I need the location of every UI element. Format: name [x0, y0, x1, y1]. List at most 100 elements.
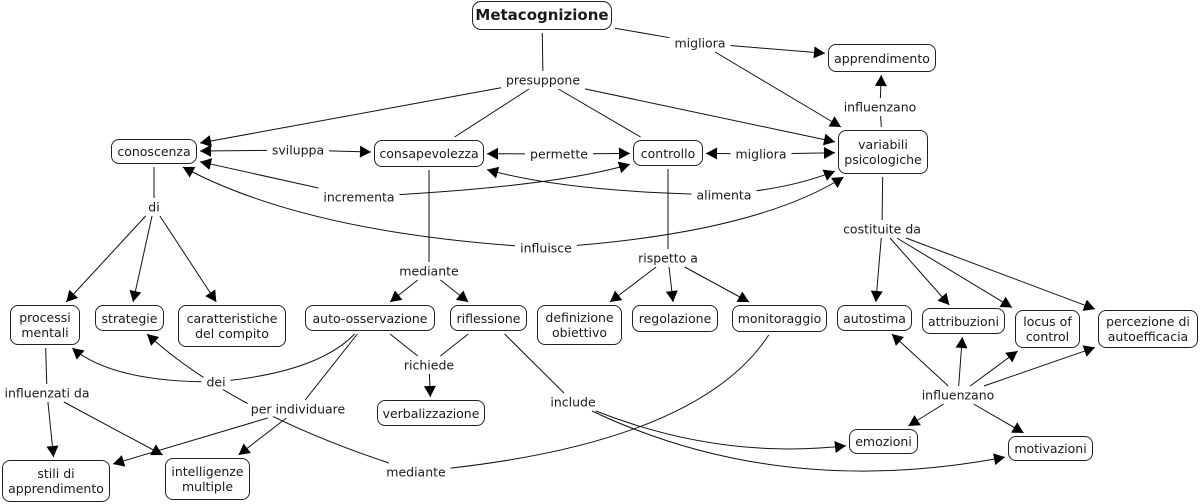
connector-line: [558, 88, 641, 138]
arrowhead-icon: [822, 169, 835, 181]
node-verbalizzazione[interactable]: verbalizzazione: [377, 400, 485, 426]
arrowhead-icon: [822, 133, 835, 146]
connector-line: [65, 215, 147, 303]
connector-line: [576, 176, 844, 246]
connector-line: [199, 87, 502, 144]
node-percezione-di-autoefficacia[interactable]: percezione di autoefficacia: [1098, 310, 1198, 348]
arrowhead-icon: [999, 296, 1012, 308]
connector-line: [983, 346, 1096, 387]
arrowhead-icon: [359, 145, 371, 158]
arrowhead-icon: [113, 455, 126, 467]
arrowhead-icon: [1011, 422, 1024, 433]
connector-line: [440, 333, 469, 357]
node-caratteristiche-del-compito[interactable]: caratteristiche del compito: [178, 305, 286, 347]
connector-line: [486, 169, 692, 195]
link-label-presuppone: presuppone: [502, 72, 584, 88]
arrowhead-icon: [870, 290, 883, 302]
arrowhead-icon: [200, 144, 212, 157]
node-apprendimento[interactable]: apprendimento: [828, 44, 936, 72]
node-metacognizione[interactable]: Metacognizione: [472, 1, 612, 30]
link-label-influisce: influisce: [517, 240, 575, 256]
arrowhead-icon: [993, 453, 1005, 466]
connector-line: [684, 266, 750, 303]
arrowhead-icon: [609, 290, 623, 302]
arrowhead-icon: [238, 443, 251, 455]
node-stili-di-apprendimento[interactable]: stili di apprendimento: [2, 460, 110, 502]
connector-line: [880, 115, 882, 128]
connector-line: [304, 333, 358, 401]
connector-line: [730, 45, 826, 54]
node-controllo[interactable]: controllo: [633, 140, 703, 166]
arrowhead-icon: [908, 415, 921, 426]
arrowhead-icon: [390, 290, 403, 302]
arrowhead-icon: [618, 147, 630, 160]
node-definizione-obiettivo[interactable]: definizione obiettivo: [537, 305, 622, 345]
arrowhead-icon: [665, 290, 678, 302]
connector-line: [584, 88, 836, 143]
arrowhead-icon: [891, 334, 905, 346]
arrowhead-icon: [200, 158, 213, 170]
link-label-di: di: [145, 199, 163, 215]
connector-line: [454, 88, 530, 138]
node-motivazioni[interactable]: motivazioni: [1008, 436, 1093, 461]
link-label-influenzano: influenzano: [918, 387, 998, 403]
connector-line: [159, 215, 217, 303]
node-autostima[interactable]: autostima: [837, 305, 912, 331]
arrowhead-icon: [831, 177, 844, 188]
link-label-mediante: mediante: [383, 464, 449, 480]
node-riflessione[interactable]: riflessione: [450, 305, 527, 331]
link-label-incrementa: incrementa: [320, 189, 398, 205]
node-emozioni[interactable]: emozioni: [849, 429, 918, 454]
link-label-sviluppa: sviluppa: [268, 142, 328, 158]
connector-line: [182, 166, 516, 247]
node-monitoraggio[interactable]: monitoraggio: [732, 305, 827, 332]
node-intelligenze-multiple[interactable]: intelligenze multiple: [165, 458, 250, 500]
node-auto-osservazione[interactable]: auto-osservazione: [305, 305, 435, 331]
arrowhead-icon: [129, 289, 142, 302]
connector-line: [595, 410, 847, 450]
node-regolazione[interactable]: regolazione: [632, 305, 718, 332]
arrowhead-icon: [1082, 345, 1095, 357]
connector-line: [889, 237, 950, 306]
arrowhead-icon: [423, 385, 436, 397]
arrowhead-icon: [706, 147, 718, 160]
arrowhead-icon: [937, 292, 950, 305]
arrowhead-icon: [813, 46, 825, 59]
connector-line: [450, 334, 770, 469]
node-variabili-psicologiche[interactable]: variabili psicologiche: [838, 130, 928, 174]
link-label-costituite-da: costituite da: [840, 221, 924, 237]
arrowhead-icon: [150, 444, 163, 456]
connector-line: [714, 51, 842, 128]
node-locus-of-control[interactable]: locus of control: [1015, 310, 1080, 348]
link-label-influenzati-da: influenzati da: [1, 385, 93, 401]
node-consapevolezza[interactable]: consapevolezza: [374, 140, 484, 167]
link-label-migliora: migliora: [732, 146, 790, 162]
node-attribuzioni[interactable]: attribuzioni: [922, 308, 1005, 334]
link-label-include: include: [547, 394, 599, 410]
arrowhead-icon: [828, 116, 842, 127]
node-strategie[interactable]: strategie: [95, 305, 164, 331]
connector-line: [71, 347, 202, 383]
arrowhead-icon: [205, 289, 217, 302]
connector-line: [881, 176, 884, 221]
connector-line: [199, 161, 319, 189]
connector-line: [63, 401, 163, 456]
node-conoscenza[interactable]: conoscenza: [111, 139, 197, 164]
connector-line: [230, 333, 355, 381]
link-label-alimenta: alimenta: [693, 187, 755, 203]
arrowhead-icon: [955, 337, 968, 349]
link-label-migliora: migliora: [671, 35, 729, 51]
node-processi-mentali[interactable]: processi mentali: [10, 305, 80, 345]
arrowhead-icon: [1005, 351, 1018, 363]
connector-line: [896, 237, 1013, 308]
connector-line: [132, 215, 153, 303]
link-label-richiede: richiede: [400, 357, 458, 373]
arrowhead-icon: [617, 161, 630, 174]
arrowhead-icon: [182, 166, 196, 178]
arrowhead-icon: [200, 135, 212, 147]
arrowhead-icon: [823, 146, 835, 159]
arrowhead-icon: [455, 290, 469, 302]
connector-line: [891, 333, 949, 387]
